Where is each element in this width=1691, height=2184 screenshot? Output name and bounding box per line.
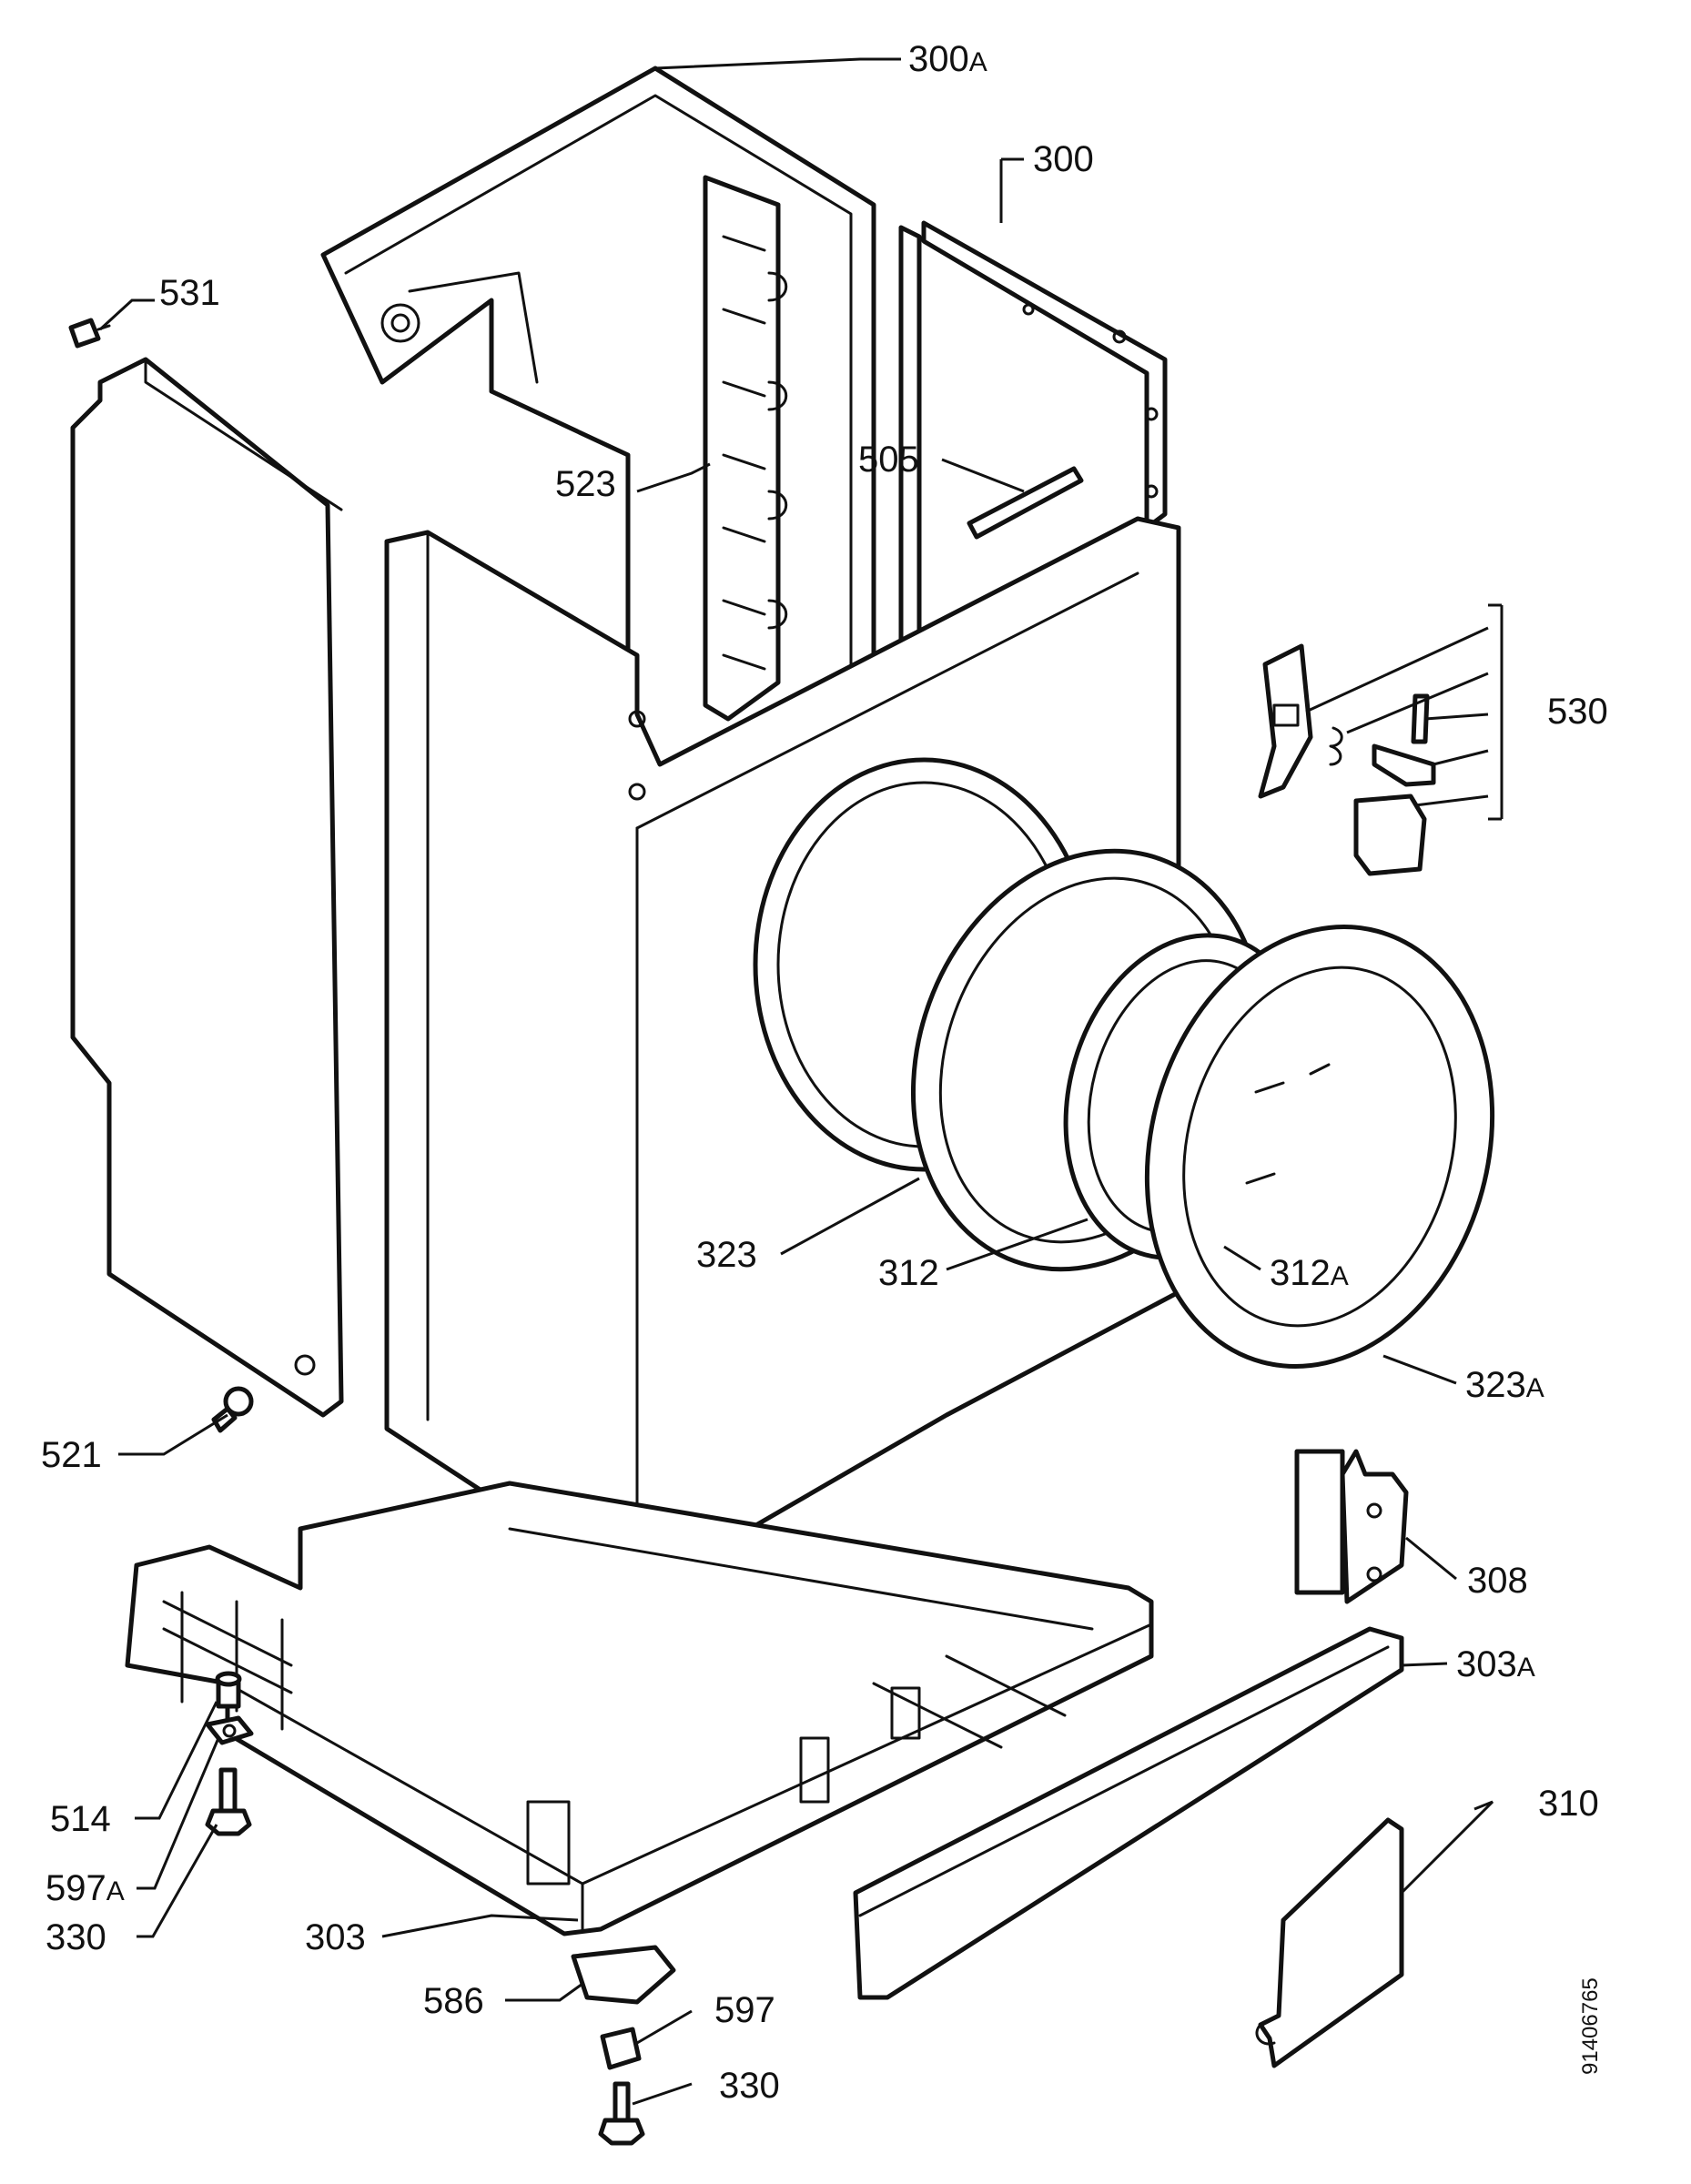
label-300: 300: [1033, 139, 1094, 179]
drawing-code: 91406765: [1578, 1977, 1603, 2075]
label-312: 312: [878, 1253, 939, 1293]
label-308: 308: [1467, 1561, 1528, 1601]
door-lock-parts-530: [1258, 643, 1436, 876]
nut-597: [600, 2027, 642, 2070]
bolt-514: [215, 1671, 242, 1709]
label-597: 597: [714, 1990, 775, 2030]
label-523: 523: [555, 464, 616, 504]
front-panel: [384, 516, 1181, 1586]
label-303: 303: [305, 1917, 366, 1957]
door-hinge-308: [1294, 1449, 1409, 1604]
foot-586: [571, 1945, 676, 2005]
label-530: 530: [1547, 692, 1608, 732]
leader-lines: [98, 57, 1504, 2106]
nut-597a: [205, 1715, 254, 1745]
label-521: 521: [41, 1435, 102, 1475]
label-323a: 323A: [1465, 1365, 1544, 1405]
bolt-330-bottom: [598, 2081, 645, 2146]
kickboard-303a: [853, 1626, 1404, 2000]
label-514: 514: [50, 1799, 111, 1839]
label-330-bottom: 330: [719, 2066, 780, 2106]
label-505: 505: [858, 440, 919, 480]
part-labels: 300A 300 531 523 505 530 323 312 312A 32…: [41, 39, 1608, 2106]
service-flap-310: [1255, 1817, 1404, 2068]
cable-support-523: [703, 175, 788, 722]
label-300a: 300A: [908, 39, 987, 79]
label-303a: 303A: [1456, 1644, 1535, 1684]
side-panel-left: [70, 357, 344, 1418]
rod-505: [967, 466, 1084, 540]
label-310: 310: [1538, 1784, 1599, 1824]
label-323: 323: [696, 1235, 757, 1275]
label-330-left: 330: [46, 1917, 106, 1957]
label-597a: 597A: [46, 1868, 125, 1908]
label-312a: 312A: [1270, 1253, 1349, 1293]
door-frame-323a: [1144, 925, 1495, 1369]
screw-521: [211, 1386, 254, 1433]
bolt-330-left: [205, 1767, 252, 1836]
label-586: 586: [423, 1981, 484, 2021]
screw-531: [68, 318, 111, 349]
label-531: 531: [159, 273, 220, 313]
